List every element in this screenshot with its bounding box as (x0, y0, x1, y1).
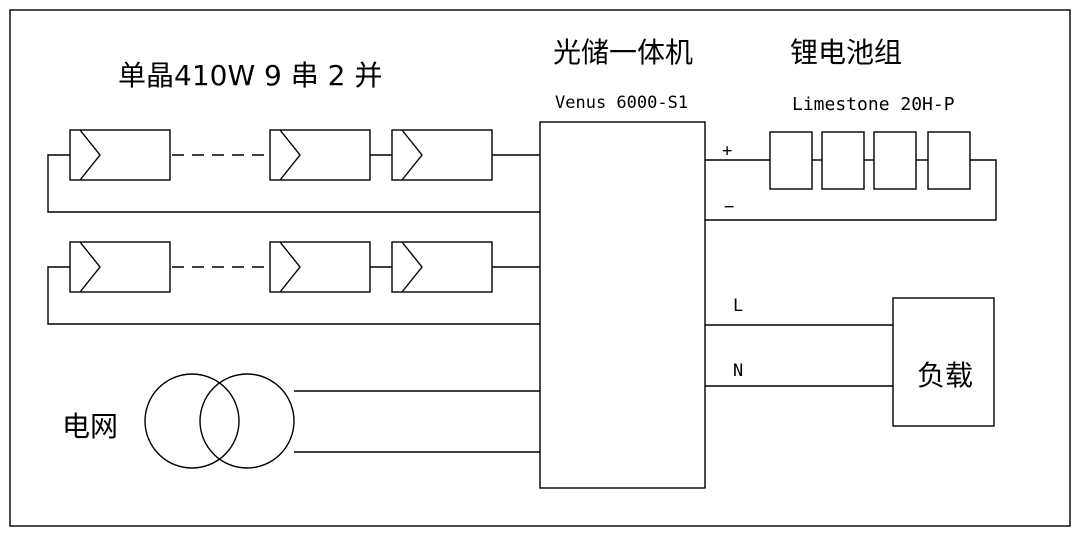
neutral-label: N (733, 361, 743, 381)
pv-module (69, 129, 171, 181)
load-label: 负载 (917, 359, 973, 392)
grid-label: 电网 (62, 410, 118, 443)
pv-module (69, 241, 171, 293)
pv-module (269, 129, 371, 181)
line-label: L (733, 296, 743, 316)
battery-plus-label: + (722, 141, 732, 161)
pv-module (391, 129, 493, 181)
transformer-icon (144, 373, 295, 469)
pv-string-1 (47, 129, 540, 213)
pv-string-2 (47, 241, 540, 325)
inverter-model: Venus 6000-S1 (555, 93, 688, 113)
battery-module (927, 131, 971, 190)
inverter-title: 光储一体机 (553, 36, 693, 69)
battery-module (821, 131, 865, 190)
battery-module (873, 131, 917, 190)
pv-module (269, 241, 371, 293)
pv-array-title: 单晶410W 9 串 2 并 (118, 59, 382, 92)
battery-module (769, 131, 813, 190)
battery-model: Limestone 20H-P (792, 94, 955, 115)
battery-minus-label: − (724, 197, 734, 217)
load-box (892, 297, 995, 427)
inverter-box (539, 121, 706, 489)
battery-title: 锂电池组 (790, 36, 902, 69)
outer-frame (9, 9, 1071, 527)
pv-module (391, 241, 493, 293)
battery-pack (769, 131, 971, 190)
